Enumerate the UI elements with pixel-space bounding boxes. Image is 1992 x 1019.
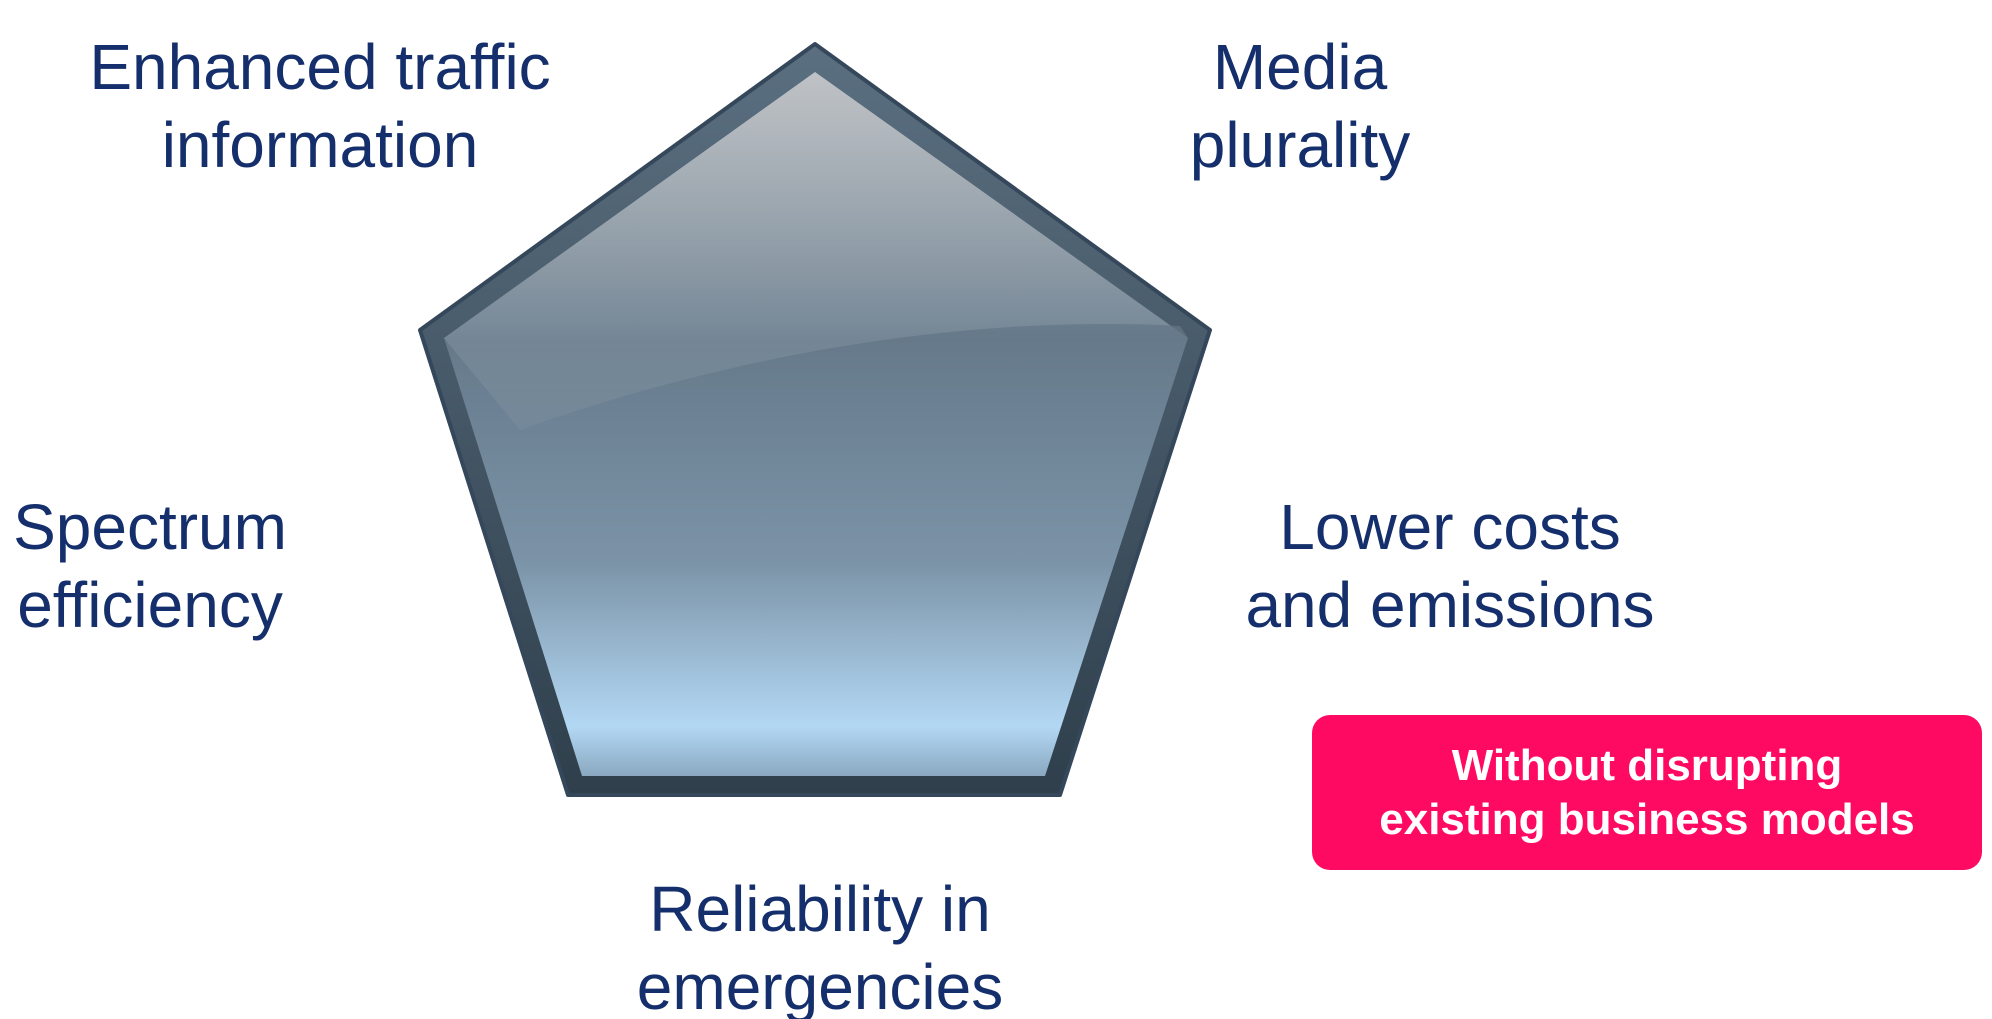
pentagon-gloss bbox=[444, 72, 1188, 430]
label-line: information bbox=[161, 109, 479, 181]
label-line: plurality bbox=[1189, 109, 1411, 181]
label-enhanced-traffic-information: Enhanced traffic information bbox=[40, 28, 600, 184]
label-media-plurality: Media plurality bbox=[1130, 28, 1470, 184]
label-line: emergencies bbox=[636, 951, 1004, 1019]
label-line: Lower costs bbox=[1279, 491, 1621, 563]
label-line: Spectrum bbox=[13, 491, 287, 563]
label-line: Reliability in bbox=[649, 873, 991, 945]
label-line: Enhanced traffic bbox=[89, 31, 551, 103]
callout-box: Without disrupting existing business mod… bbox=[1312, 715, 1982, 870]
label-reliability-emergencies: Reliability in emergencies bbox=[560, 870, 1080, 1019]
label-line: Media bbox=[1212, 31, 1388, 103]
callout-line: Without disrupting bbox=[1451, 740, 1843, 790]
callout-line: existing business models bbox=[1379, 794, 1915, 844]
label-spectrum-efficiency: Spectrum efficiency bbox=[0, 488, 300, 644]
label-line: and emissions bbox=[1245, 569, 1655, 641]
label-lower-costs-emissions: Lower costs and emissions bbox=[1210, 488, 1690, 644]
label-line: efficiency bbox=[17, 569, 283, 641]
